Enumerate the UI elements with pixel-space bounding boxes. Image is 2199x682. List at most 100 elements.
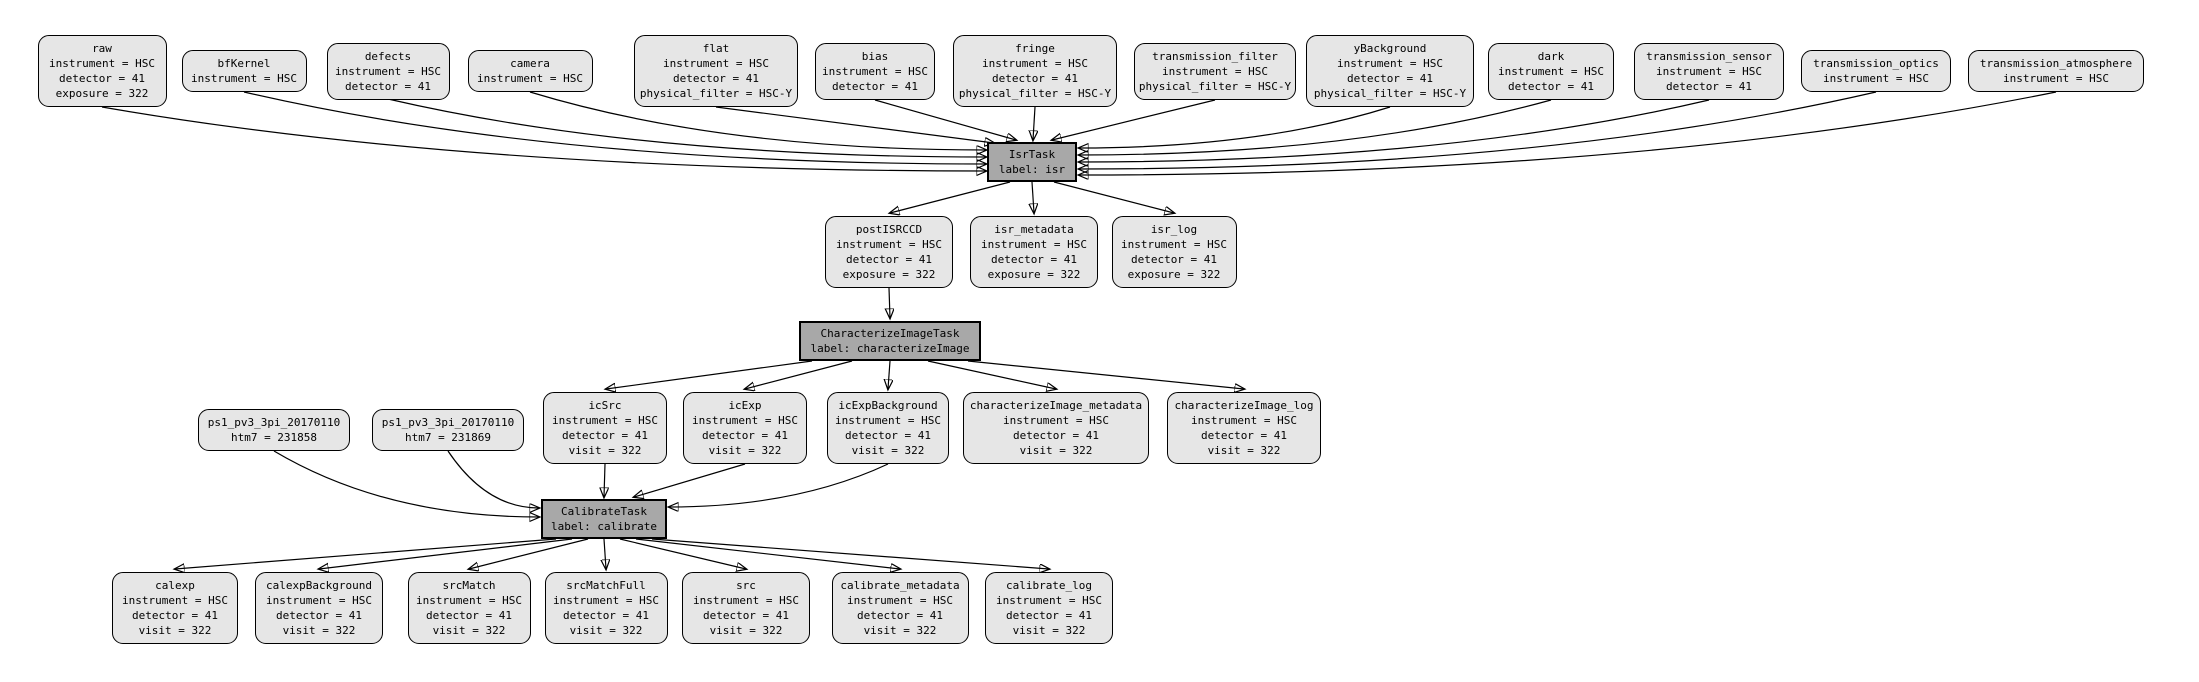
- node-title: isr_metadata: [994, 223, 1074, 236]
- edge-isr-to-isr_log: [1053, 181, 1174, 213]
- node-title: CalibrateTask: [560, 505, 648, 518]
- edge-calibrate-to-src: [619, 538, 746, 569]
- node-title: calibrate_log: [1005, 579, 1093, 592]
- edge-icExpBackground-to-calibrate: [669, 463, 889, 507]
- node-attribute: detector = 41: [1012, 429, 1100, 442]
- edge-defects-to-isr: [387, 98, 986, 157]
- edge-calibrate-to-calexpBackground: [319, 538, 573, 569]
- edge-ps1_a-to-calibrate: [273, 450, 539, 517]
- node-attribute: visit = 322: [1012, 624, 1086, 637]
- node-attribute: instrument = HSC: [1121, 238, 1227, 251]
- node-title: ps1_pv3_3pi_20170110: [381, 416, 515, 429]
- node-attribute: htm7 = 231869: [404, 431, 492, 444]
- node-title: srcMatch: [442, 579, 496, 592]
- node-attribute: instrument = HSC: [1191, 414, 1297, 427]
- node-title: characterizeImage_log: [1174, 399, 1314, 412]
- edge-calibrate-to-calibrate_metadata: [635, 538, 900, 569]
- node-attribute: instrument = HSC: [981, 238, 1087, 251]
- node-attribute: detector = 41: [425, 609, 513, 622]
- node-attribute: instrument = HSC: [1498, 64, 1604, 78]
- node-attribute: physical_filter = HSC-Y: [1138, 79, 1292, 93]
- node-attribute: visit = 322: [568, 444, 642, 457]
- node-attribute: instrument = HSC: [477, 72, 583, 85]
- node-attribute: label: characterizeImage: [810, 342, 970, 355]
- edge-characterizeImage-to-characterizeImage_metadata: [927, 360, 1056, 389]
- node-title: yBackground: [1353, 42, 1427, 55]
- node-attribute: htm7 = 231858: [230, 431, 318, 444]
- node-attribute: exposure = 322: [55, 87, 149, 100]
- node-attribute: detector = 41: [701, 429, 789, 442]
- node-attribute: detector = 41: [562, 609, 650, 622]
- edge-ps1_b-to-calibrate: [447, 450, 539, 508]
- node-attribute: instrument = HSC: [835, 414, 941, 427]
- edge-transmission_optics-to-isr: [1079, 91, 1877, 169]
- node-attribute: exposure = 322: [1127, 268, 1221, 281]
- node-title: icExp: [728, 399, 762, 412]
- edge-characterizeImage-to-icSrc: [606, 360, 813, 389]
- node-attribute: instrument = HSC: [1823, 72, 1929, 85]
- node-attribute: physical_filter = HSC-Y: [639, 87, 793, 100]
- node-attribute: detector = 41: [1005, 609, 1093, 622]
- edge-calibrate-to-calibrate_log: [651, 538, 1049, 569]
- node-title: flat: [702, 42, 730, 55]
- edge-camera-to-isr: [529, 91, 986, 150]
- edge-isr-to-postISRCCD: [890, 181, 1011, 213]
- node-attribute: label: calibrate: [551, 520, 657, 533]
- edge-postISRCCD-to-characterizeImage: [889, 287, 890, 318]
- node-attribute: instrument = HSC: [836, 238, 942, 251]
- task-node-calibrate: CalibrateTask label: calibrate: [541, 499, 667, 539]
- node-attribute: visit = 322: [863, 624, 937, 637]
- node-attribute: visit = 322: [138, 624, 212, 637]
- node-attribute: instrument = HSC: [2003, 72, 2109, 85]
- node-title: srcMatchFull: [566, 579, 646, 592]
- node-attribute: visit = 322: [1019, 444, 1093, 457]
- edge-icSrc-to-calibrate: [604, 463, 605, 497]
- node-attribute: instrument = HSC: [693, 594, 799, 607]
- node-attribute: label: isr: [998, 163, 1066, 176]
- node-title: camera: [510, 57, 550, 70]
- edge-transmission_filter-to-isr: [1052, 99, 1216, 140]
- node-attribute: detector = 41: [1130, 253, 1218, 266]
- node-title: defects: [364, 49, 412, 63]
- edge-transmission_atmosphere-to-isr: [1079, 91, 2057, 175]
- node-title: calibrate_metadata: [840, 579, 960, 592]
- edge-characterizeImage-to-icExp: [745, 360, 853, 389]
- node-attribute: instrument = HSC: [335, 64, 441, 78]
- node-attribute: detector = 41: [844, 429, 932, 442]
- node-attribute: physical_filter = HSC-Y: [958, 87, 1112, 100]
- node-attribute: detector = 41: [831, 79, 919, 93]
- node-attribute: visit = 322: [569, 624, 643, 637]
- node-attribute: detector = 41: [991, 72, 1079, 85]
- node-title: fringe: [1015, 42, 1055, 55]
- node-title: isr_log: [1150, 223, 1198, 236]
- node-attribute: instrument = HSC: [1337, 57, 1443, 70]
- node-attribute: detector = 41: [561, 429, 649, 442]
- edge-fringe-to-isr: [1033, 106, 1035, 140]
- node-attribute: detector = 41: [1200, 429, 1288, 442]
- dataset-node-isr_log: isr_log instrument = HSC detector = 41 expo…: [1111, 216, 1237, 288]
- node-title: calexp: [155, 579, 195, 592]
- node-attribute: instrument = HSC: [416, 594, 522, 607]
- edge-calibrate-to-srcMatchFull: [604, 538, 606, 569]
